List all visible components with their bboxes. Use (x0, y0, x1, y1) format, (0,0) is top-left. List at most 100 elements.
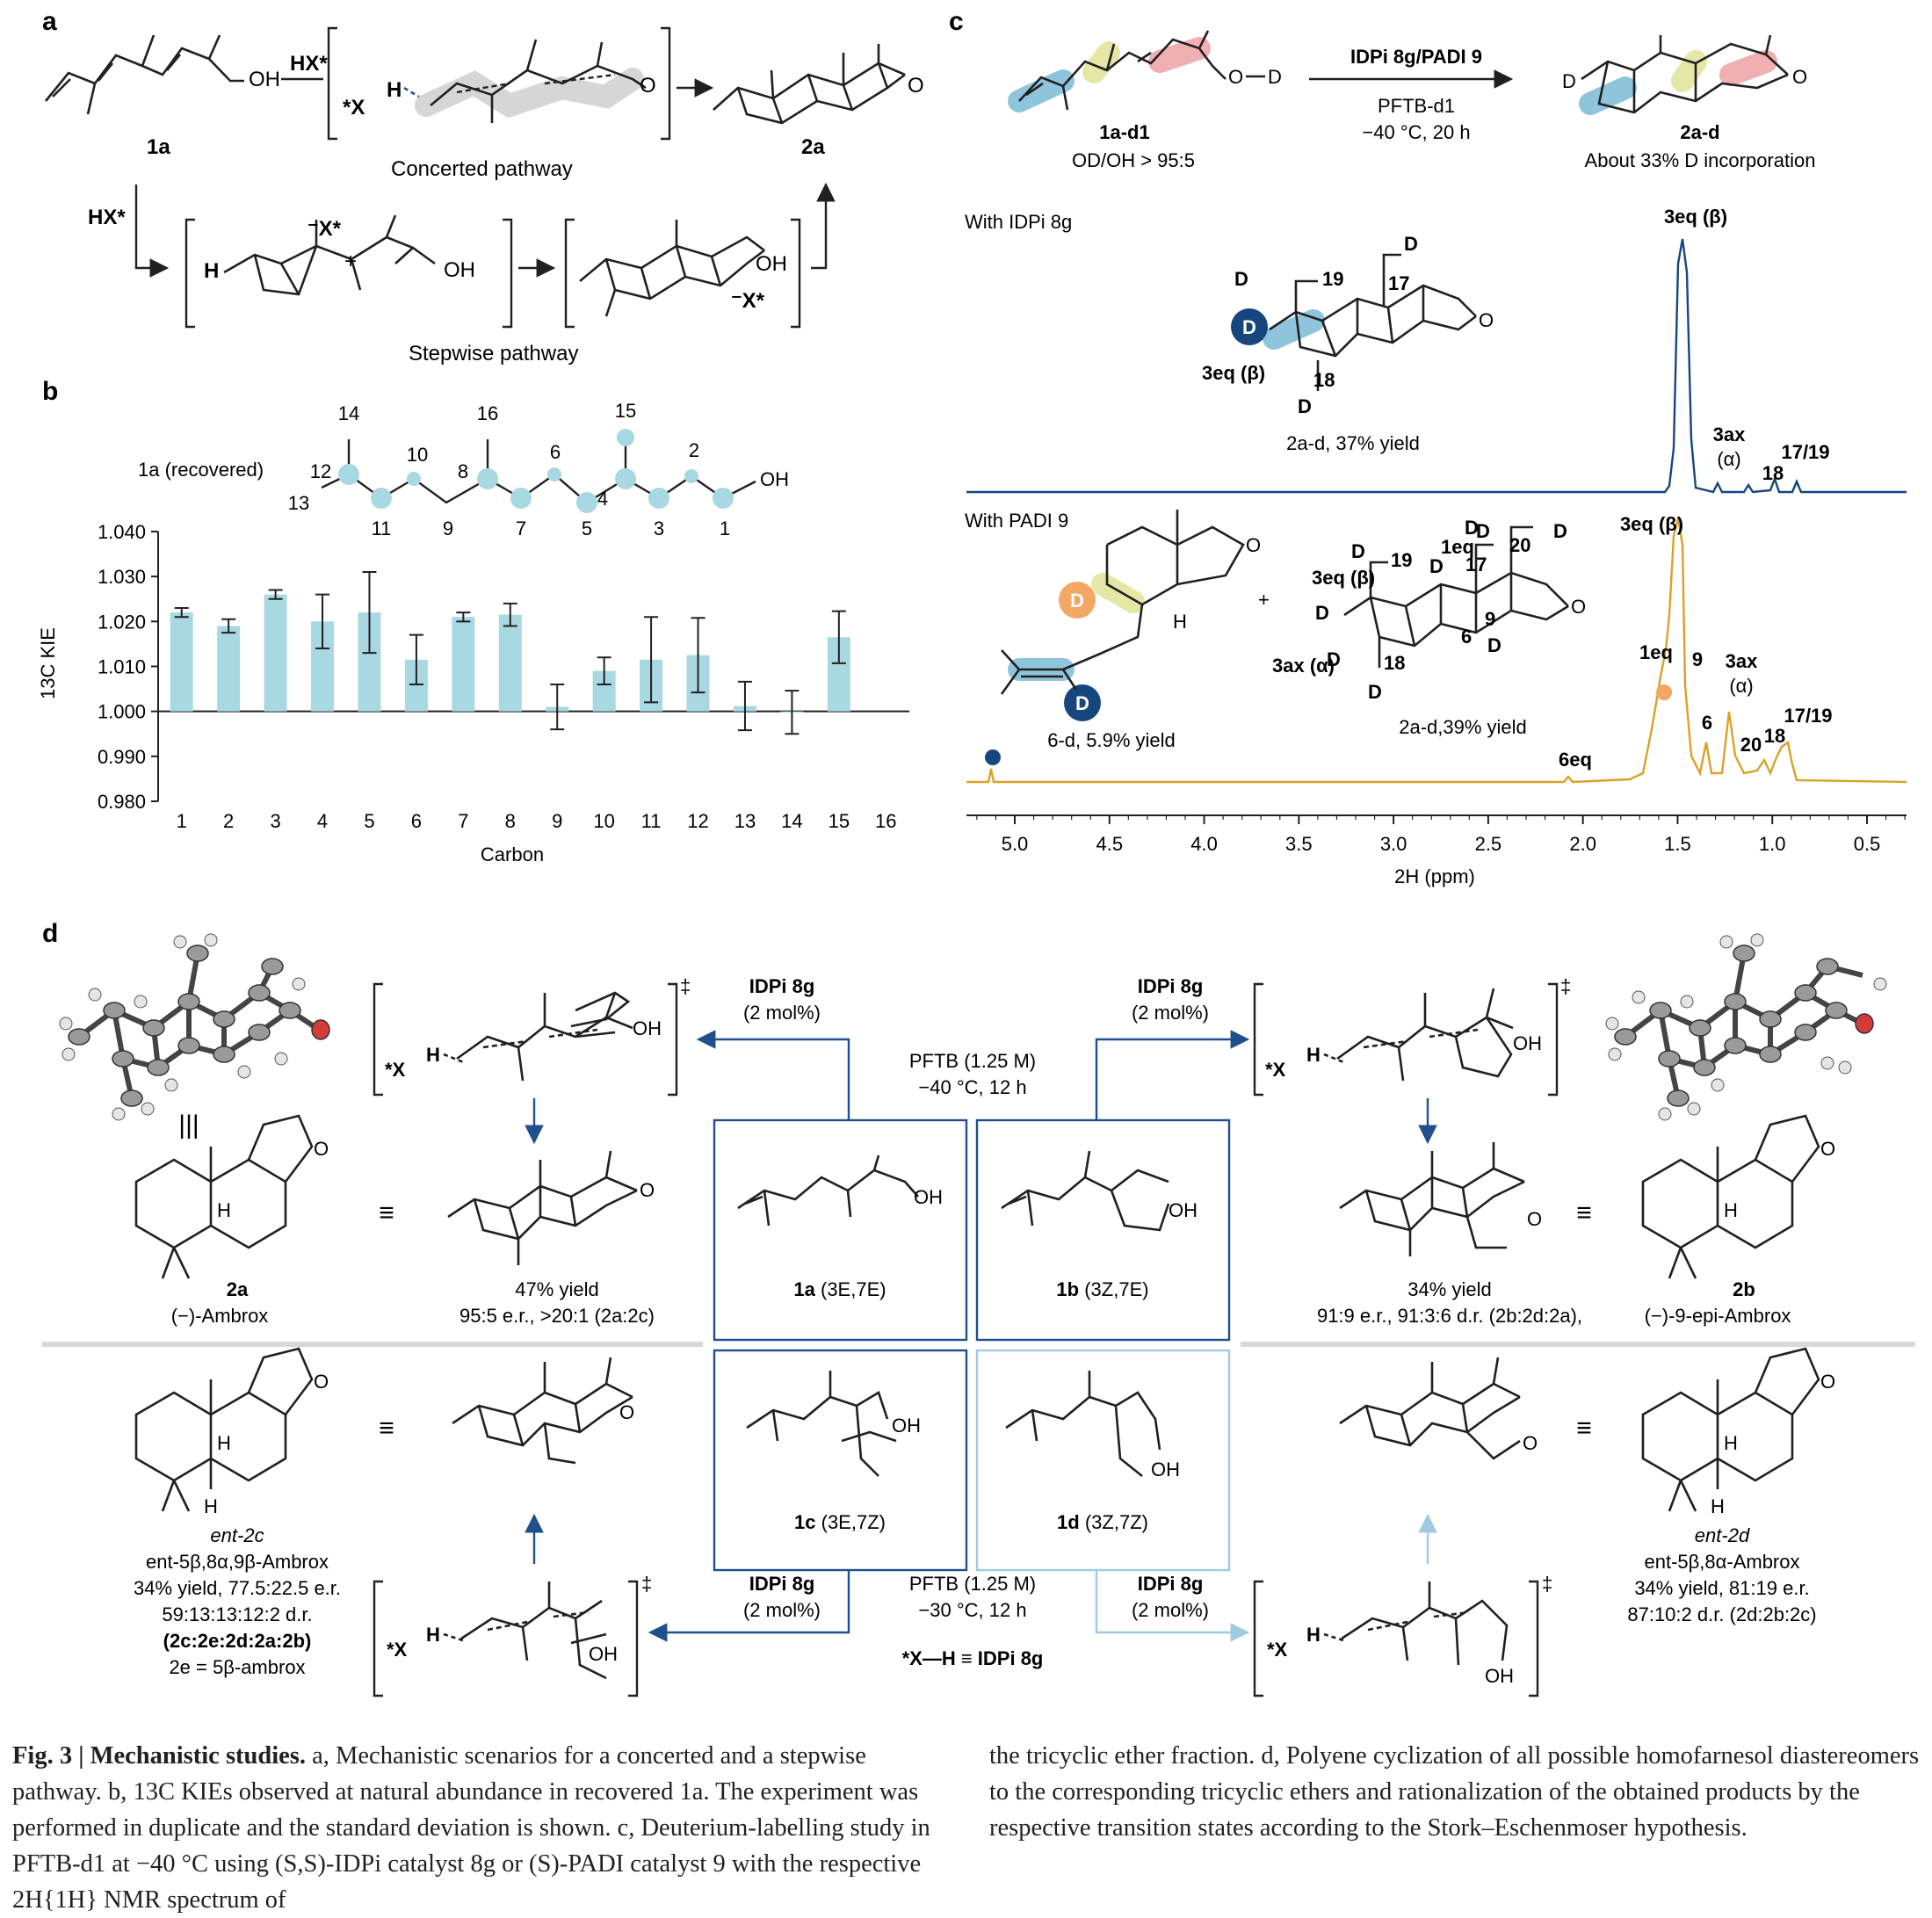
h-2b-epi: H (1724, 1199, 1738, 1221)
cond-bot-1: PFTB (1.25 M) (909, 1573, 1036, 1595)
bracket-ts-1d (1253, 1580, 1539, 1697)
arrow-1c-to-ts (648, 1570, 850, 1642)
d-padi-5: D (1327, 648, 1341, 670)
atom-15: 15 (615, 400, 636, 422)
peak-1719-idpi: 17/19 (1781, 441, 1829, 463)
ppm-tick-label: 3.0 (1380, 833, 1407, 855)
atom-8: 8 (458, 460, 468, 482)
d-padi-1: D (1351, 540, 1365, 562)
d-idpi-19: D (1234, 268, 1248, 290)
x-tick-label: 13 (734, 810, 756, 832)
loading-bottom-right: (2 mol%) (1132, 1599, 1209, 1621)
bl-line-1: ent-5β,8α,9β-Ambrox (146, 1551, 329, 1573)
arrow-1b-to-ts (1095, 1030, 1250, 1120)
c19-idpi: 19 (1322, 268, 1343, 290)
structure-2a-d-idpi (1231, 253, 1477, 391)
kie-bar (264, 594, 287, 712)
h-a: H (387, 78, 402, 102)
x-tick-label: 8 (505, 810, 516, 832)
dagger-ts-1a: ‡ (680, 975, 691, 997)
panel-a: a OH 1a HX* *X H O Concerted pathway O 2… (42, 7, 924, 366)
peak-9-padi: 9 (1692, 648, 1703, 670)
c18-idpi: 18 (1313, 369, 1335, 391)
kie-bar (217, 626, 241, 712)
cond-top-1: PFTB (1.25 M) (909, 1050, 1036, 1072)
legend-xh: *X—H ≡ IDPi 8g (902, 1647, 1044, 1669)
ppm-tick-label: 4.0 (1190, 833, 1218, 855)
y-tick-label: 1.030 (98, 566, 146, 588)
d-idpi-18: D (1298, 395, 1312, 417)
error-bar (503, 602, 517, 627)
atom-4: 4 (597, 488, 608, 510)
struct-ent-2c (134, 1347, 314, 1512)
struct-ent-2d-chair (1339, 1357, 1521, 1460)
dagger-ts-1d: ‡ (1542, 1573, 1552, 1595)
ppm-tick-label: 2.0 (1569, 833, 1596, 855)
x-tick-label: 15 (829, 810, 850, 832)
panel-label-b: b (42, 377, 58, 406)
h1-ent-2d: H (1724, 1432, 1738, 1454)
error-bar (268, 589, 283, 600)
error-bar (221, 618, 236, 634)
structure-2a (713, 44, 906, 125)
d-badge-blue: D (1242, 316, 1256, 338)
tl-er: 95:5 e.r., >20:1 (2a:2c) (459, 1305, 655, 1327)
box-1c (713, 1349, 968, 1572)
caption-right-text: the tricyclic ether fraction. d, Polyene… (989, 1742, 1920, 1842)
o-2b-epi: O (1820, 1138, 1835, 1160)
spectrum-idpi (966, 238, 1907, 494)
peak-1719-padi: 17/19 (1784, 705, 1832, 727)
o-padi: O (1571, 596, 1586, 618)
error-bar (174, 606, 189, 619)
panel-d: d ||| (42, 919, 1915, 1697)
label-concerted: Concerted pathway (391, 157, 573, 181)
o-2a-ambrox: O (314, 1138, 329, 1160)
peak-alpha-idpi: (α) (1717, 448, 1740, 470)
error-bar (550, 683, 565, 731)
c18-padi: 18 (1384, 652, 1405, 674)
peak-3ax-padi: 3ax (1726, 650, 1758, 672)
h-ts-1c: H (426, 1624, 440, 1646)
y-tick-label: 1.020 (98, 611, 146, 633)
kie-bar (498, 614, 522, 712)
y-tick-label: 1.040 (98, 521, 146, 543)
caption-right: the tricyclic ether fraction. d, Polyene… (989, 1738, 1921, 1846)
h-6-d: H (1173, 611, 1187, 633)
x-tick-label: 11 (641, 810, 662, 832)
c17-padi: 17 (1465, 554, 1487, 575)
h2-ent-2d: H (1711, 1495, 1725, 1517)
c17-idpi: 17 (1388, 272, 1409, 294)
bracket-cation (185, 218, 513, 329)
idpi-product-label: 2a-d, 37% yield (1286, 432, 1420, 454)
error-bar (315, 593, 330, 650)
y-axis-label: 13C KIE (37, 627, 59, 699)
atom-11: 11 (372, 517, 392, 539)
br-line-2: 34% yield, 81:19 e.r. (1634, 1577, 1809, 1599)
ppm-axis-label: 2H (ppm) (1394, 865, 1475, 887)
d-padi-3: D (1476, 520, 1490, 542)
product-note: About 33% D incorporation (1585, 149, 1816, 171)
struct-2b-epi (1641, 1114, 1820, 1279)
crystal-structure-2b (1605, 933, 1887, 1121)
ppm-tick-label: 4.5 (1096, 833, 1123, 855)
h1-ent-2c: H (217, 1432, 231, 1454)
label-with-padi: With PADI 9 (965, 510, 1068, 532)
peak-alpha-padi: (α) (1729, 675, 1753, 697)
label-1a-d1: 1a-d1 (1099, 121, 1149, 143)
o-ent-2c-chair: O (619, 1401, 634, 1423)
d-padi-4: D (1315, 602, 1329, 624)
bracket-ts-1b (1253, 982, 1559, 1097)
y-tick-label: 0.980 (98, 791, 146, 813)
loading-bottom-left: (2 mol%) (743, 1599, 821, 1621)
c6-padi: 6 (1461, 626, 1472, 648)
figure-canvas: a OH 1a HX* *X H O Concerted pathway O 2… (37, 7, 1915, 1697)
padi-product-b: 2a-d,39% yield (1399, 716, 1527, 738)
conditions-c: −40 °C, 20 h (1362, 121, 1470, 143)
h-ts-1b: H (1306, 1044, 1321, 1066)
peak-1eq-padi: 1eq (1639, 641, 1673, 663)
tl-yield: 47% yield (515, 1278, 598, 1300)
x-tick-label: 2 (223, 810, 234, 832)
dagger-ts-1b: ‡ (1560, 975, 1571, 997)
d-padi-top: D (1465, 517, 1479, 539)
x-star-ts-1b: *X (1265, 1059, 1286, 1081)
